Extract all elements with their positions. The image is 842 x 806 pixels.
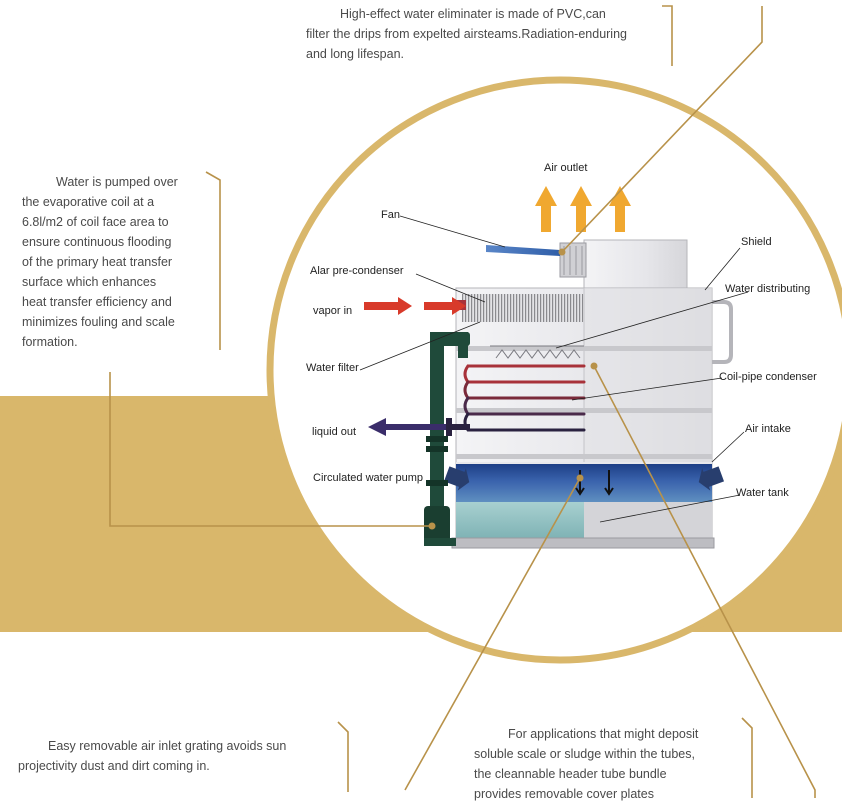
label-water-tank: Water tank [736, 487, 789, 499]
top-note-line-3: and long lifespan. [306, 47, 404, 61]
bottom-left-note-line-2: projectivity dust and dirt coming in. [18, 759, 210, 773]
pre-condenser-fins [462, 294, 584, 322]
label-vapor-in: vapor in [313, 305, 353, 317]
left-note-line-3: 6.8l/m2 of coil face area to [22, 215, 169, 229]
callout-leaders [109, 5, 816, 798]
bottom-left-note-line-1: Easy removable air inlet grating avoids … [48, 739, 287, 753]
top-note-line-2: filter the drips from expelted airsteams… [306, 27, 627, 41]
circulation-pipe [424, 332, 470, 546]
water-pump [424, 506, 450, 542]
label-circulated-water-pump: Circulated water pump [313, 472, 424, 484]
water-distributing-nozzles [490, 345, 584, 359]
label-air-intake: Air intake [745, 423, 791, 435]
tank-flow-arrow-2 [604, 470, 614, 496]
label-alar-pre-condenser: Alar pre-condenser [310, 265, 404, 277]
label-water-filter: Water filter [306, 362, 359, 374]
air-intake-arrow-left [443, 466, 470, 491]
liquid-out-arrow [368, 418, 446, 436]
left-note: Water is pumped over the evaporative coi… [22, 172, 218, 352]
label-shield: Shield [741, 236, 772, 248]
left-note-line-7: heat transfer efficiency and [22, 295, 172, 309]
cooling-tower [424, 239, 733, 549]
left-note-line-5: of the primary heat transfer [22, 255, 173, 269]
air-outlet-arrows [535, 186, 631, 232]
label-coil-pipe-condenser: Coil-pipe condenser [719, 371, 817, 383]
left-note-line-4: ensure continuous flooding [22, 235, 172, 249]
bottom-right-note-line-1: For applications that might deposit [508, 727, 699, 741]
top-note-line-1: High-effect water eliminater is made of … [340, 7, 606, 21]
left-note-line-1: Water is pumped over [56, 175, 178, 189]
vapor-in-arrows [364, 297, 466, 315]
left-note-line-9: formation. [22, 335, 78, 349]
bottom-right-note: For applications that might deposit solu… [474, 724, 744, 804]
label-pointers [359, 215, 749, 523]
left-note-line-6: surface which enhances [22, 275, 157, 289]
top-note: High-effect water eliminater is made of … [306, 4, 651, 64]
label-water-distributing: Water distributing [725, 283, 811, 295]
label-liquid-out: liquid out [312, 426, 357, 438]
bottom-left-note: Easy removable air inlet grating avoids … [18, 736, 338, 776]
air-intake-arrow-right [698, 466, 725, 491]
bottom-right-note-line-4: provides removable cover plates [474, 787, 654, 801]
label-fan: Fan [381, 209, 400, 221]
bottom-right-note-line-3: the cleannable header tube bundle [474, 767, 667, 781]
fan-blade [486, 245, 560, 256]
left-note-line-8: minimizes fouling and scale [22, 315, 175, 329]
bottom-right-note-line-2: soluble scale or sludge within the tubes… [474, 747, 695, 761]
left-note-line-2: the evaporative coil at a [22, 195, 155, 209]
label-air-outlet: Air outlet [544, 162, 588, 174]
